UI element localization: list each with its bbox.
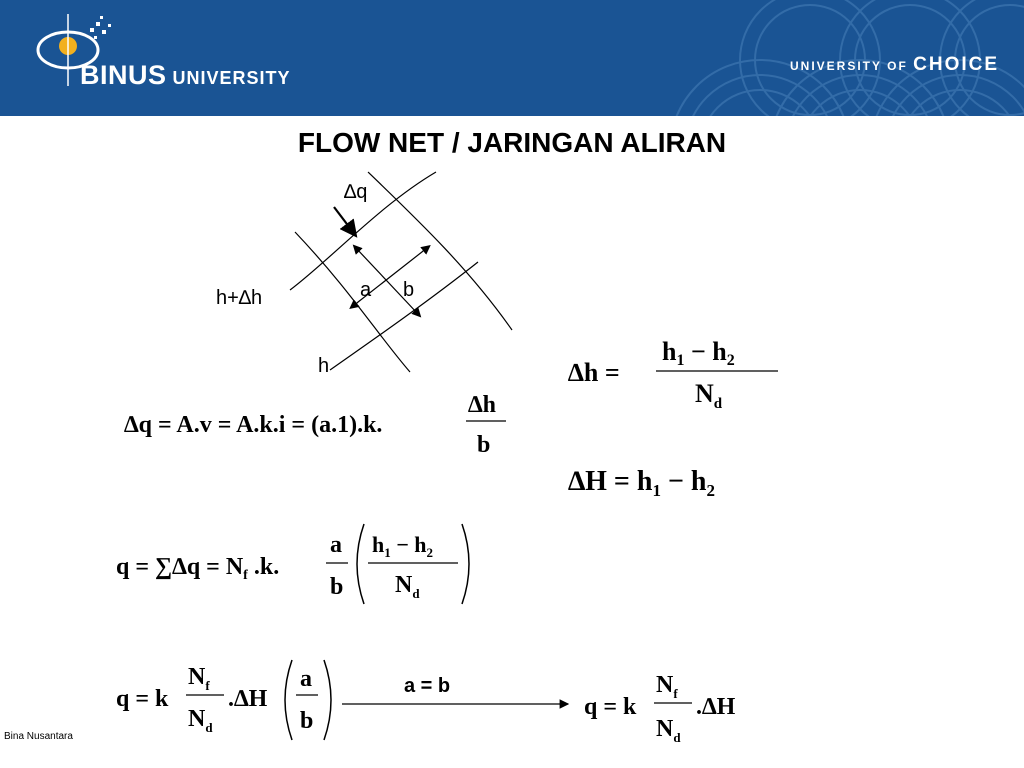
svg-text:∆q = A.v = A.k.i = (a.1).k.: ∆q = A.v = A.k.i = (a.1).k. [124,412,382,438]
label-b: b [403,279,414,301]
equation-delta-q: ∆q = A.v = A.k.i = (a.1).k. ∆h b [124,392,506,458]
svg-text:Nd: Nd [188,706,213,735]
svg-text:a: a [300,666,312,692]
svg-text:Nf: Nf [656,672,678,701]
equation-delta-H: ∆H = h1 − h2 [568,466,715,500]
svg-text:h1 − h2: h1 − h2 [662,337,735,369]
equation-q-final: q = k Nf Nd .∆H [584,672,736,745]
equation-q-sum: q = ∑∆q = Nf .k. a b h1 − h2 Nd [116,523,470,605]
tagline-prefix: UNIVERSITY OF [790,59,908,73]
logo-suffix: UNIVERSITY [172,68,291,88]
svg-text:h1 − h2: h1 − h2 [372,532,433,560]
tagline: UNIVERSITY OF CHOICE [790,54,999,76]
svg-text:∆h =: ∆h = [568,358,620,387]
label-h: h [318,355,329,377]
svg-text:q = ∑∆q = Nf .k.: q = ∑∆q = Nf .k. [116,554,279,583]
arrow-label: a = b [404,675,450,697]
implication-arrow: a = b [342,675,570,709]
header-decoration [36,0,1024,116]
svg-text:∆H = h1 − h2: ∆H = h1 − h2 [568,466,715,500]
label-h-plus-dh: h+∆h [216,287,262,309]
tagline-word: CHOICE [913,54,1000,75]
dimension-b [349,245,431,309]
svg-text:Nd: Nd [395,572,420,601]
svg-text:Nd: Nd [695,379,723,412]
svg-text:∆h: ∆h [468,392,496,418]
svg-text:b: b [300,708,313,734]
logo-mark [36,14,111,86]
flow-net-diagram [289,171,513,373]
svg-text:.∆H: .∆H [228,686,268,712]
flow-line-right [367,171,513,331]
arrow-dq [333,206,358,238]
svg-text:q = k: q = k [584,694,637,720]
footer-text: Bina Nusantara [4,731,73,742]
svg-text:q = k: q = k [116,686,169,712]
svg-text:a: a [330,532,342,558]
flow-line-left [294,231,411,373]
svg-text:b: b [477,432,490,458]
svg-text:.∆H: .∆H [696,694,736,720]
equation-delta-h: ∆h = h1 − h2 Nd [568,337,778,412]
svg-text:Nd: Nd [656,716,681,745]
svg-text:Nf: Nf [188,664,210,693]
label-a: a [360,279,372,301]
logo-name: BINUS [80,60,167,90]
label-dq: ∆q [344,181,367,203]
equation-q-general: q = k Nf Nd .∆H a b [116,659,332,741]
slide-title: FLOW NET / JARINGAN ALIRAN [297,127,727,158]
svg-text:b: b [330,574,343,600]
